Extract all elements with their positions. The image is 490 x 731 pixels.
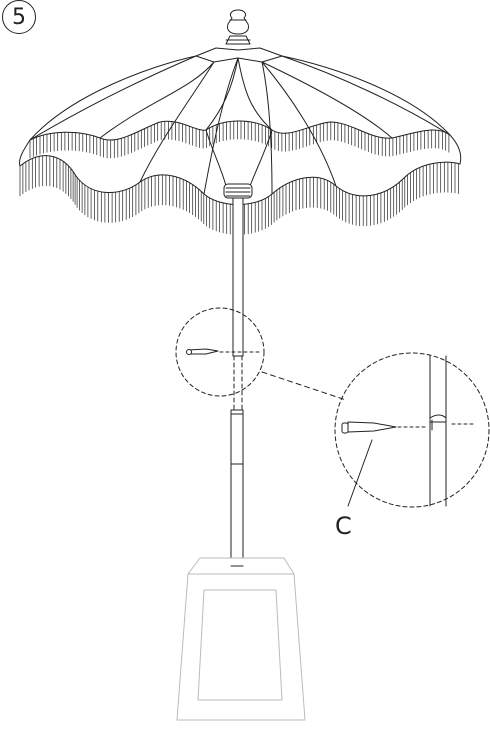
upper-pole	[232, 197, 244, 357]
lower-pole	[230, 409, 244, 567]
alignment-guides	[233, 355, 243, 411]
canopy-hub	[223, 183, 253, 199]
canopy-fringe	[19, 120, 459, 235]
part-label: C	[335, 512, 352, 540]
canopy-inner-cone	[205, 129, 273, 187]
detail-pole	[429, 355, 447, 507]
step-number: 5	[12, 4, 26, 30]
umbrella-base	[176, 557, 306, 721]
detail-circle-large	[334, 352, 490, 508]
detail-circle-small	[175, 307, 265, 397]
canopy-top-cap	[195, 47, 283, 63]
canopy-ribs	[29, 55, 451, 195]
detail-leader	[261, 371, 347, 401]
canopy-back-hem	[29, 120, 451, 141]
pin-bolt-icon	[341, 421, 477, 434]
finial	[225, 9, 251, 45]
canopy-outline	[19, 55, 462, 167]
callout-pointer	[347, 439, 373, 507]
pin-small	[186, 348, 263, 355]
step-number-badge: 5	[2, 0, 36, 34]
